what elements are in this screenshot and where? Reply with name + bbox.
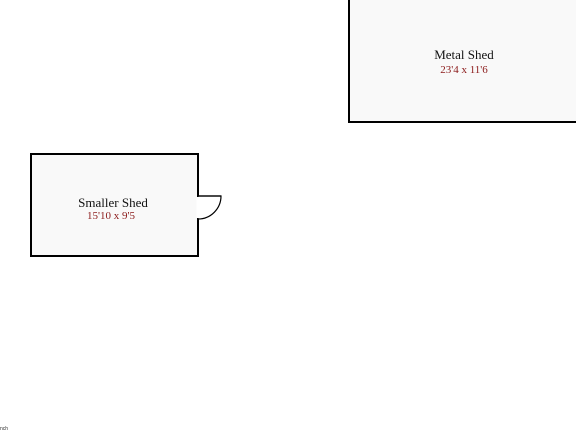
- corner-mark: nch: [0, 426, 8, 432]
- room-metal-shed-outline: [348, 0, 576, 123]
- room-metal-shed[interactable]: Metal Shed 23'4 x 11'6: [348, 0, 576, 123]
- room-smaller-shed-dimensions: 15'10 x 9'5: [87, 210, 135, 222]
- room-metal-shed-name: Metal Shed: [434, 47, 494, 62]
- room-smaller-shed-outline: [30, 153, 199, 257]
- door-swing-icon: [196, 195, 222, 220]
- room-smaller-shed-name: Smaller Shed: [78, 195, 148, 210]
- room-metal-shed-dimensions: 23'4 x 11'6: [440, 64, 488, 76]
- room-smaller-shed[interactable]: Smaller Shed 15'10 x 9'5: [30, 153, 199, 257]
